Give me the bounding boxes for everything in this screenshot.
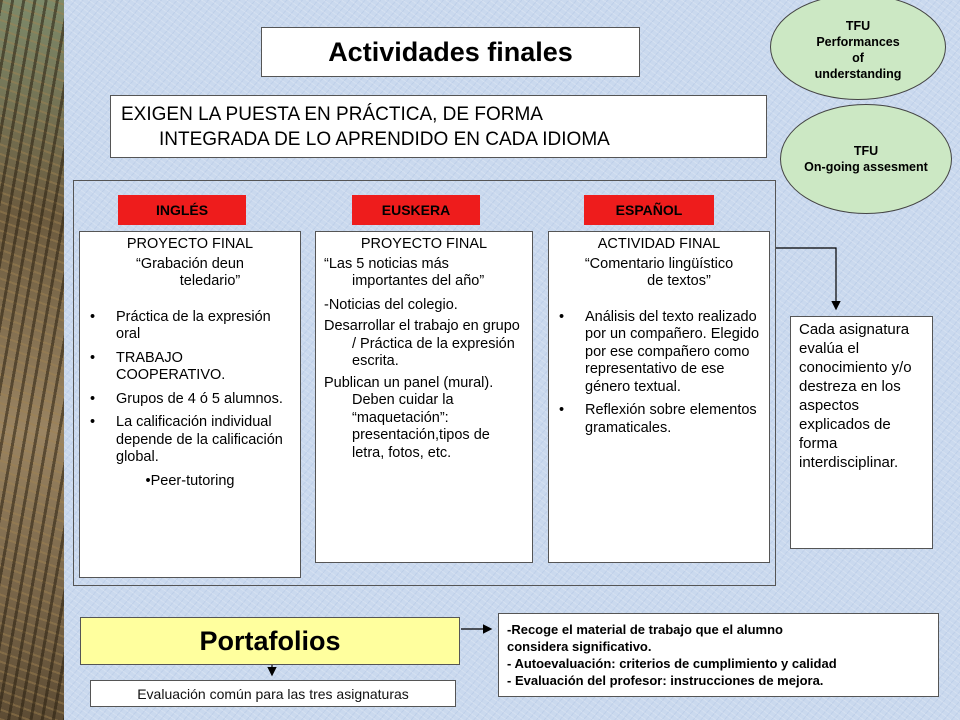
portfolio-detail-line: - Autoevaluación: criterios de cumplimie…	[507, 656, 837, 671]
portfolio-detail-line: considera significativo.	[507, 639, 652, 654]
euskera-heading: PROYECTO FINAL	[360, 236, 488, 252]
intro-statement: EXIGEN LA PUESTA EN PRÁCTICA, DE FORMA I…	[110, 95, 767, 158]
euskera-paragraph-3: Publican un panel (mural). Deben cuidar …	[324, 374, 494, 461]
espanol-heading: ACTIVIDAD FINAL	[597, 236, 721, 252]
euskera-paragraph-1: -Noticias del colegio.	[324, 296, 458, 313]
ellipse-top-line-3: of	[852, 51, 864, 65]
tfu-performances-ellipse: TFU Performances of understanding	[770, 0, 946, 100]
tfu-assessment-ellipse: TFU On-going assesment	[780, 104, 952, 214]
page-title: Actividades finales	[261, 27, 640, 77]
tag-espanol: ESPAÑOL	[584, 195, 714, 225]
euskera-paragraph-2: Desarrollar el trabajo en grupo / Prácti…	[324, 318, 520, 369]
ingles-bullet-list: Práctica de la expresión oral TRABAJO CO…	[88, 309, 292, 467]
ellipse-top-line-4: understanding	[814, 67, 902, 81]
list-item: La calificación individual depende de la…	[88, 414, 292, 467]
list-item: Práctica de la expresión oral	[88, 309, 292, 344]
column-espanol: ACTIVIDAD FINAL “Comentario lingüístico …	[548, 231, 770, 563]
ellipse-bottom-line-2: On-going assesment	[804, 160, 928, 174]
list-item: Reflexión sobre elementos gramaticales.	[557, 402, 761, 437]
euskera-quote: “Las 5 noticias más importantes del año”	[324, 255, 485, 290]
intro-line-1: EXIGEN LA PUESTA EN PRÁCTICA, DE FORMA	[121, 104, 543, 125]
espanol-sub-2: de textos”	[647, 273, 711, 289]
decorative-photo-strip	[0, 0, 64, 720]
ellipse-top-line-1: TFU	[845, 19, 871, 33]
list-item: TRABAJO COOPERATIVO.	[88, 350, 292, 385]
arrow-to-evaluation-note	[776, 247, 841, 311]
portfolio-detail-line: -Recoge el material de trabajo que el al…	[507, 622, 783, 637]
portfolio-title: Portafolios	[80, 617, 460, 665]
tag-euskera: EUSKERA	[352, 195, 480, 225]
ellipse-top-line-2: Performances	[816, 35, 900, 49]
evaluation-note: Cada asignatura evalúa el conocimiento y…	[790, 316, 933, 549]
column-euskera: PROYECTO FINAL “Las 5 noticias más impor…	[315, 231, 533, 563]
ingles-sub-2: teledario”	[179, 273, 241, 289]
list-item: Grupos de 4 ó 5 alumnos.	[88, 391, 292, 409]
common-evaluation-box: Evaluación común para las tres asignatur…	[90, 680, 456, 707]
intro-line-2: INTEGRADA DE LO APRENDIDO EN CADA IDIOMA	[159, 129, 610, 150]
activities-frame	[73, 180, 776, 586]
espanol-subtitle: “Comentario lingüístico de textos”	[557, 256, 761, 291]
espanol-bullet-list: Análisis del texto realizado por un comp…	[557, 309, 761, 438]
ingles-subtitle: “Grabación deun teledario”	[88, 256, 292, 291]
espanol-sub-1: “Comentario lingüístico	[584, 255, 734, 272]
ingles-heading: PROYECTO FINAL	[126, 236, 254, 252]
portfolio-details-box: -Recoge el material de trabajo que el al…	[498, 613, 939, 697]
column-ingles: PROYECTO FINAL “Grabación deun teledario…	[79, 231, 301, 578]
tag-ingles: INGLÉS	[118, 195, 246, 225]
list-item: Análisis del texto realizado por un comp…	[557, 309, 761, 397]
ingles-sub-1: “Grabación deun	[135, 255, 244, 272]
ellipse-bottom-line-1: TFU	[853, 144, 879, 158]
portfolio-detail-line: - Evaluación del profesor: instrucciones…	[507, 673, 824, 688]
ingles-peer-tutoring: •Peer-tutoring	[145, 472, 235, 489]
